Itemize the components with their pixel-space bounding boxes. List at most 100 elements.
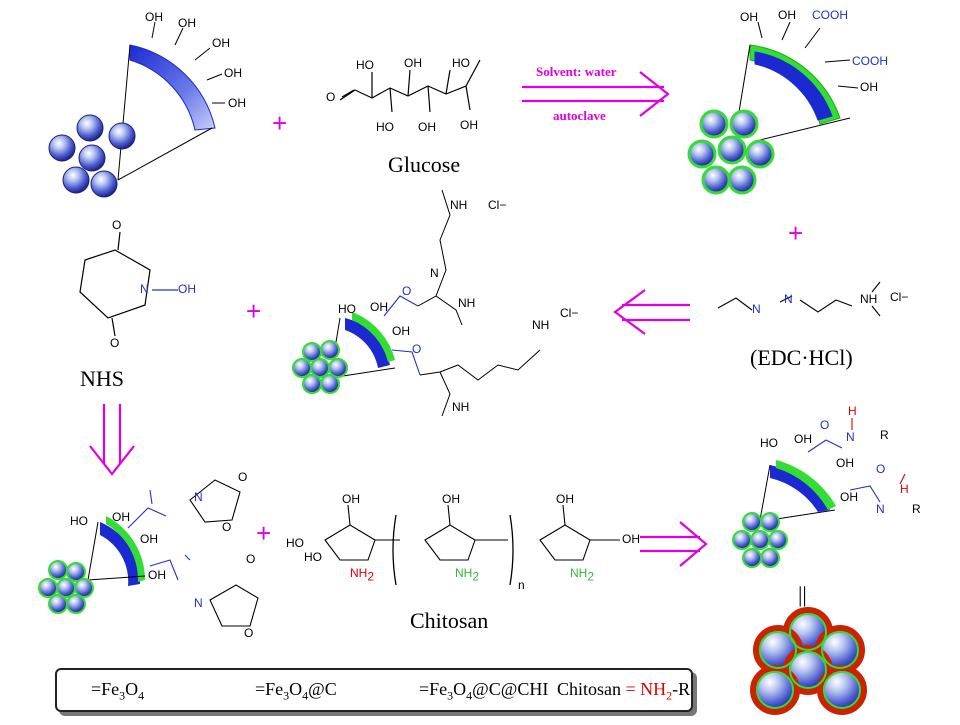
nh-plus-label: NH xyxy=(532,318,550,332)
oh-label: OH xyxy=(778,8,796,22)
legend-fe3o4-c: =Fe3O4@C xyxy=(255,679,337,703)
cl-label: Cl− xyxy=(488,198,507,212)
edc-n-label: N xyxy=(784,292,793,306)
equals-sign: || xyxy=(798,582,807,607)
amide-h-label: H xyxy=(900,482,909,496)
glucose-label: Glucose xyxy=(388,152,461,177)
plus-sign-1: + xyxy=(272,108,288,138)
legend-chitosan: Chitosan = NH2-R xyxy=(557,679,691,703)
glucose-ho-label: HO xyxy=(356,58,374,72)
nh-label: NH xyxy=(458,296,476,310)
oh-label: OH xyxy=(228,96,246,110)
nhs-oh-label: OH xyxy=(178,282,196,296)
nhs-ester-particle xyxy=(38,479,259,627)
plus-sign-3: + xyxy=(246,296,262,326)
o-label: O xyxy=(402,284,412,298)
final-chi-cluster xyxy=(750,607,867,715)
o-label: O xyxy=(246,552,256,566)
nhs-o-label: O xyxy=(112,218,122,232)
fe3o4-c-cooh-particle xyxy=(687,21,859,195)
particle-cluster-1 xyxy=(48,114,136,198)
o-label: O xyxy=(238,470,248,484)
chitosan-nh2-label: NH2 xyxy=(350,566,375,584)
nhs-n-label: N xyxy=(140,282,149,296)
plus-sign-2: + xyxy=(788,218,804,248)
oh-label: HO xyxy=(338,302,356,316)
amide-n-label: N xyxy=(846,430,855,444)
particle-cluster-5 xyxy=(732,512,788,568)
oh-label: OH xyxy=(112,510,130,524)
chitosan-nh2-label: NH2 xyxy=(570,566,595,584)
n-label: N xyxy=(194,596,203,610)
o-label: O xyxy=(244,626,254,640)
amide-h-label: H xyxy=(848,404,857,418)
edc-nh-label: NH xyxy=(860,292,878,306)
arrow-top-text: Solvent: water xyxy=(536,64,617,79)
chitosan-oh-label: OH xyxy=(622,532,640,546)
chitosan-oh-label: OH xyxy=(342,492,360,506)
r-label: R xyxy=(912,502,921,516)
edc-intermediate xyxy=(292,189,541,417)
amide-n-label: N xyxy=(876,502,885,516)
oh-label: HO xyxy=(70,514,88,528)
n-label: N xyxy=(430,266,439,280)
o-label: O xyxy=(412,342,422,356)
fe3o4-oh-particle xyxy=(48,21,225,198)
oh-label: OH xyxy=(740,10,758,24)
nhs-label: NHS xyxy=(80,366,125,391)
nh-label: NH xyxy=(452,400,470,414)
chitosan-nh2-label: NH2 xyxy=(455,566,480,584)
fe3o4-c-amide-particle xyxy=(732,418,906,568)
glucose-ho-label: HO xyxy=(376,120,394,134)
oh-label: OH xyxy=(860,80,878,94)
oh-label: OH xyxy=(145,10,163,24)
glucose-oh-label: OH xyxy=(404,56,422,70)
glucose-structure xyxy=(339,59,481,113)
nhs-structure xyxy=(79,231,178,337)
n-label: N xyxy=(194,490,203,504)
reaction-arrow-4 xyxy=(640,521,708,567)
nhs-o-label: O xyxy=(110,336,120,350)
oh-label: OH xyxy=(212,36,230,50)
oh-label: OH xyxy=(794,432,812,446)
edc-label: (EDC·HCl) xyxy=(750,345,853,370)
oh-label: HO xyxy=(760,436,778,450)
legend-box: =Fe3O4 =Fe3O4@C =Fe3O4@C@CHI Chitosan = … xyxy=(55,668,693,712)
glucose-ho-label: HO xyxy=(452,56,470,70)
particle-cluster-4 xyxy=(38,560,94,614)
chitosan-n-subscript: n xyxy=(518,578,525,592)
chitosan-oh-label: OH xyxy=(556,492,574,506)
edc-structure xyxy=(717,281,881,317)
reaction-arrow-3 xyxy=(89,404,135,476)
oh-label: OH xyxy=(148,568,166,582)
cooh-label: COOH xyxy=(812,8,848,22)
cl-label: Cl− xyxy=(560,306,579,320)
glucose-oh-label: OH xyxy=(418,120,436,134)
cooh-label: COOH xyxy=(852,54,888,68)
particle-cluster-2 xyxy=(687,109,775,195)
reaction-arrow-1 xyxy=(522,71,670,117)
chitosan-ho-label: HO xyxy=(286,536,304,550)
chitosan-label: Chitosan xyxy=(410,608,489,633)
reaction-arrow-2 xyxy=(613,289,690,335)
oh-label: OH xyxy=(836,456,854,470)
nh-plus-label: NH xyxy=(450,198,468,212)
o-label: O xyxy=(222,520,232,534)
r-label: R xyxy=(880,428,889,442)
arrow-bottom-text: autoclave xyxy=(553,108,606,123)
oh-label: OH xyxy=(840,490,858,504)
chitosan-oh-label: OH xyxy=(442,492,460,506)
plus-sign-4: + xyxy=(256,518,272,548)
oh-label: OH xyxy=(392,324,410,338)
glucose-o-label: O xyxy=(326,90,336,104)
legend-fe3o4-c-chi: =Fe3O4@C@CHI xyxy=(419,679,549,703)
chitosan-ho-label: HO xyxy=(304,550,322,564)
edc-cl-label: Cl− xyxy=(890,290,909,304)
oh-label: OH xyxy=(370,300,388,314)
glucose-oh-label: OH xyxy=(460,118,478,132)
edc-n-label: N xyxy=(752,302,761,316)
particle-cluster-3 xyxy=(292,340,348,394)
oh-label: OH xyxy=(178,16,196,30)
legend-fe3o4: =Fe3O4 xyxy=(91,679,145,703)
